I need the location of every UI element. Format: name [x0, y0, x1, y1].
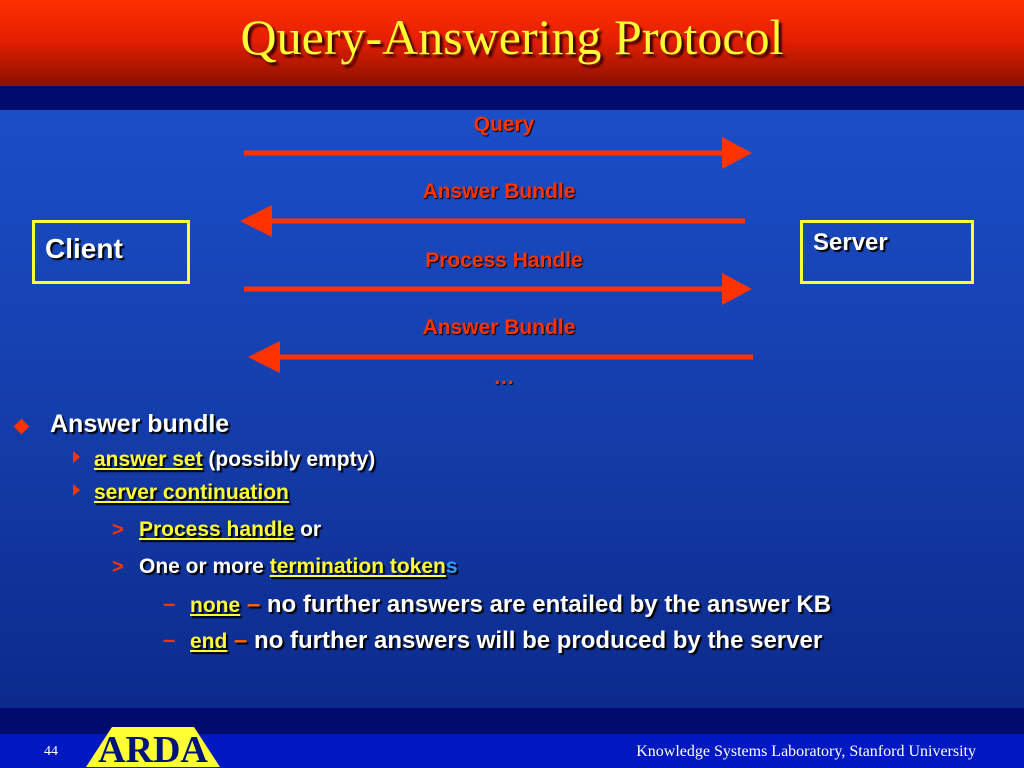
client-box: Client — [32, 220, 190, 284]
title-bar — [0, 0, 1024, 86]
bullet-none: none – no further answers are entailed b… — [190, 591, 832, 618]
triangle-bullet-icon — [73, 484, 80, 496]
message-label-answer-bundle-1: Answer Bundle — [422, 180, 576, 203]
footer-affiliation: Knowledge Systems Laboratory, Stanford U… — [636, 743, 976, 760]
link-server-continuation[interactable]: server continuation — [94, 481, 289, 504]
bullet-process-handle: Process handle or — [139, 518, 322, 541]
arrow-query — [244, 137, 752, 169]
dash-bullet-icon: – — [163, 591, 176, 616]
top-divider-band — [0, 86, 1024, 110]
message-ellipsis: … — [493, 366, 515, 389]
server-label: Server — [813, 229, 888, 256]
link-end[interactable]: end — [190, 630, 228, 653]
slide-body — [0, 110, 1024, 708]
arrow-answer-bundle-1 — [240, 205, 745, 237]
logo-text: ARDA — [98, 729, 208, 768]
server-box: Server — [800, 220, 974, 284]
triangle-bullet-icon — [73, 451, 80, 463]
link-termination-token[interactable]: termination token — [269, 555, 446, 578]
message-label-process-handle: Process Handle — [425, 249, 583, 272]
link-process-handle[interactable]: Process handle — [139, 518, 295, 541]
arrow-answer-bundle-2 — [248, 341, 753, 373]
bullet-termination-tokens: One or more termination tokens — [139, 555, 458, 578]
message-label-query: Query — [473, 113, 535, 136]
arda-logo: ARDA — [86, 727, 220, 768]
message-label-answer-bundle-2: Answer Bundle — [422, 316, 576, 339]
arrow-process-handle — [244, 273, 752, 305]
gt-bullet-icon: > — [112, 556, 124, 578]
link-none[interactable]: none — [190, 594, 241, 617]
bullet-answer-bundle: Answer bundle — [50, 410, 230, 438]
client-label: Client — [45, 233, 123, 264]
link-answer-set[interactable]: answer set — [94, 448, 203, 471]
slide-title: Query-Answering Protocol — [240, 9, 784, 65]
dash-bullet-icon: – — [163, 627, 176, 652]
bullet-end: end – no further answers will be produce… — [190, 627, 823, 654]
bullet-answer-set: answer set (possibly empty) — [94, 448, 376, 471]
bullet-server-continuation: server continuation — [94, 481, 289, 505]
page-number: 44 — [44, 744, 58, 759]
gt-bullet-icon: > — [112, 519, 124, 541]
